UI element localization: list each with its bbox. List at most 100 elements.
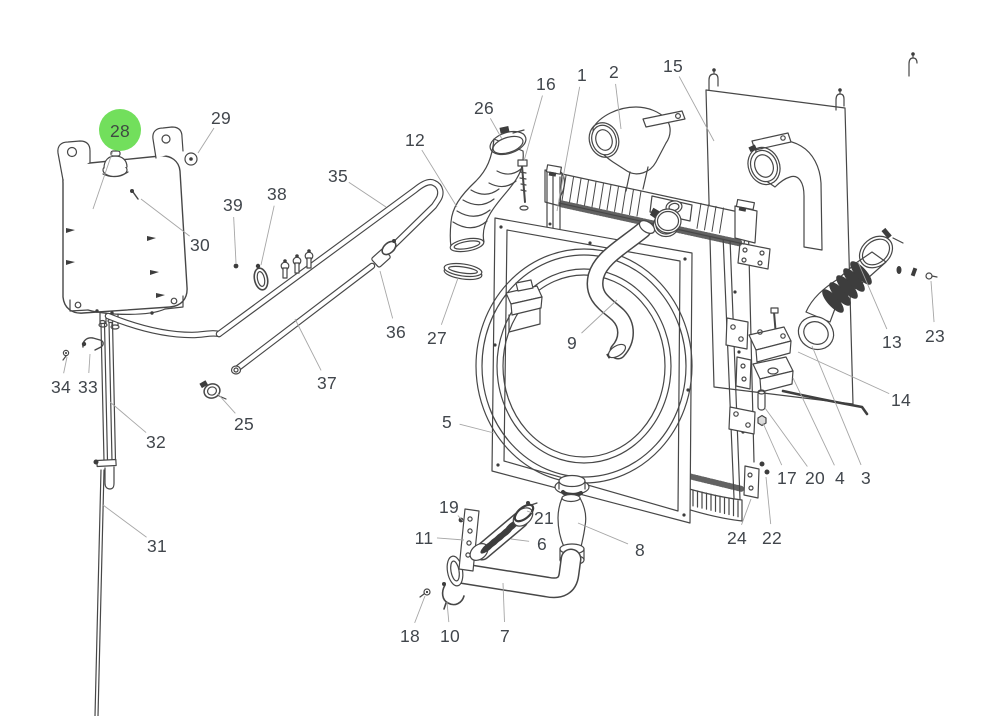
callout-39-label[interactable]: 39 <box>223 195 243 215</box>
vent-marks <box>66 228 165 298</box>
callout-24-label[interactable]: 24 <box>727 528 747 548</box>
callout-31-label[interactable]: 31 <box>147 536 167 556</box>
callout-4-label[interactable]: 4 <box>835 468 845 488</box>
corrugated-hose <box>467 504 536 564</box>
outlet-elbow-duct <box>743 133 822 250</box>
callout-25-label[interactable]: 25 <box>234 414 254 434</box>
callout-37-label[interactable]: 37 <box>317 373 337 393</box>
hose-clamp-icon <box>487 126 529 159</box>
fan-shroud <box>476 218 692 523</box>
callout-5-label[interactable]: 5 <box>442 412 452 432</box>
clip-bolt <box>63 350 69 360</box>
hook-icon <box>838 88 842 92</box>
seal-ring <box>443 261 482 281</box>
grommet-washer <box>185 153 197 165</box>
hook-icon <box>712 68 716 72</box>
callout-28-label[interactable]: 28 <box>110 121 130 141</box>
callout-6-label[interactable]: 6 <box>537 534 547 554</box>
callout-18-label[interactable]: 18 <box>400 626 420 646</box>
bolt-icon <box>233 263 239 269</box>
hose-clamp-icon <box>199 380 226 400</box>
callout-38-label[interactable]: 38 <box>267 184 287 204</box>
radiator <box>545 165 770 521</box>
bolt-icon <box>759 461 765 467</box>
callout-2-leader <box>615 83 622 130</box>
hose-clamp-icon <box>252 263 269 291</box>
callout-28-leader <box>92 151 113 210</box>
callout-33-label[interactable]: 33 <box>78 377 98 397</box>
callout-7-leader <box>502 582 505 623</box>
callout-35-label[interactable]: 35 <box>328 166 348 186</box>
callout-11-label[interactable]: 11 <box>415 528 434 548</box>
callout-11-leader <box>436 537 465 541</box>
callout-27-label[interactable]: 27 <box>427 328 447 348</box>
callout-34-label[interactable]: 34 <box>51 377 71 397</box>
callout-34-leader <box>63 356 68 374</box>
highlight-circle[interactable] <box>99 109 141 151</box>
callout-27-leader <box>440 277 459 325</box>
callout-2-label[interactable]: 2 <box>609 62 619 82</box>
callout-21-leader <box>526 510 532 514</box>
callout-20-label[interactable]: 20 <box>805 468 825 488</box>
filler-cap <box>103 151 128 177</box>
callout-9-label[interactable]: 9 <box>567 333 577 353</box>
callout-16-label[interactable]: 16 <box>536 74 556 94</box>
screw-icon <box>130 189 138 199</box>
callout-3-leader <box>811 345 862 466</box>
callout-14-label[interactable]: 14 <box>891 390 911 410</box>
tube-clip <box>81 338 103 350</box>
callout-20-leader <box>764 407 808 467</box>
callout-21-label[interactable]: 21 <box>534 508 554 528</box>
callout-10-label[interactable]: 10 <box>440 626 460 646</box>
callout-29-label[interactable]: 29 <box>211 108 231 128</box>
callout-23-leader <box>930 280 935 323</box>
v-band-clamp-icon <box>853 227 903 274</box>
callout-4-leader <box>792 377 835 466</box>
callout-25-leader <box>217 393 236 414</box>
callout-35-leader <box>348 181 387 208</box>
callout-36-leader <box>379 270 394 319</box>
callout-16-leader <box>523 95 543 162</box>
charge-air-hose <box>793 227 937 356</box>
p-clamps <box>281 249 313 278</box>
stay-rod <box>783 391 867 414</box>
hose-clamp-icon <box>512 501 537 524</box>
hook-icon <box>911 52 915 56</box>
callout-19-leader <box>457 515 464 522</box>
callout-17-label[interactable]: 17 <box>777 468 797 488</box>
callout-9-leader <box>581 299 618 334</box>
level-tubes <box>93 320 117 716</box>
outlet-pipe-assembly <box>420 495 586 610</box>
callout-22-label[interactable]: 22 <box>762 528 782 548</box>
callout-12-label[interactable]: 12 <box>405 130 425 150</box>
inlet-hose <box>595 207 681 361</box>
callout-13-label[interactable]: 13 <box>882 332 902 352</box>
callout-33-leader <box>88 353 91 374</box>
callout-7-label[interactable]: 7 <box>500 626 510 646</box>
callout-19-label[interactable]: 19 <box>439 497 459 517</box>
callout-26-leader <box>489 118 503 140</box>
expansion-tank <box>58 127 187 329</box>
callout-32-label[interactable]: 32 <box>146 432 166 452</box>
callout-31-leader <box>102 504 147 538</box>
bolt-icon <box>764 469 770 475</box>
callout-26-label[interactable]: 26 <box>474 98 494 118</box>
bolt-icon <box>420 589 430 597</box>
callout-29-leader <box>197 127 215 154</box>
callout-3-label[interactable]: 3 <box>861 468 871 488</box>
callout-8-label[interactable]: 8 <box>635 540 645 560</box>
clamp-icon <box>743 143 786 190</box>
callout-15-label[interactable]: 15 <box>663 56 683 76</box>
callout-22-leader <box>765 476 772 525</box>
upper-elbow-pipe <box>585 107 685 191</box>
callout-36-label[interactable]: 36 <box>386 322 406 342</box>
callout-23-label[interactable]: 23 <box>925 326 945 346</box>
callout-14-leader <box>797 351 890 395</box>
callout-38-leader <box>260 205 275 266</box>
callout-30-label[interactable]: 30 <box>190 235 210 255</box>
callout-1-label[interactable]: 1 <box>577 65 587 85</box>
leader-lines <box>63 76 935 624</box>
